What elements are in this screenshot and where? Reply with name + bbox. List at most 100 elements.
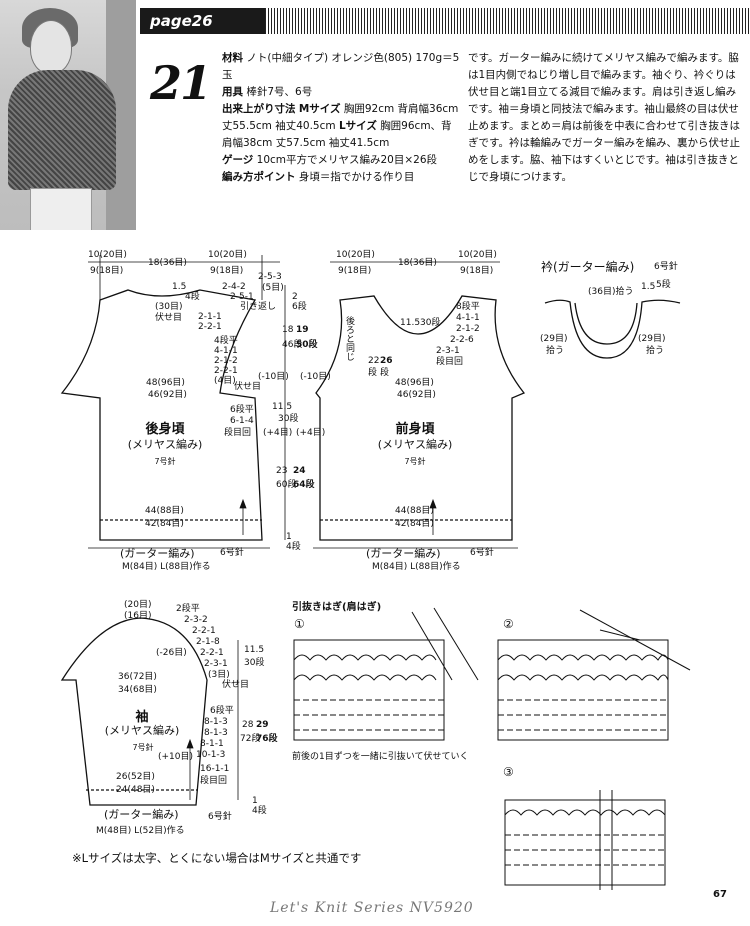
front-top-right-width-l: 9(18目) (460, 266, 494, 276)
sleeve-cuff-width-l: 24(48目) (116, 785, 155, 795)
back-cast-on: M(84目) L(88目)作る (122, 562, 211, 572)
sleeve-inc1: 8-1-3 (204, 717, 228, 727)
points-label: 編み方ポイント (222, 171, 296, 183)
series-footer: Let's Knit Series NV5920 (270, 900, 474, 916)
sleeve-top-width: (20目) (124, 600, 152, 610)
seam-step2-number: ② (503, 617, 514, 631)
front-hem-stitch: (ガーター編み) (366, 547, 441, 560)
back-shoulder-height: 2 (292, 292, 298, 302)
back-armhole-dec-header: 4段平 (214, 336, 238, 346)
front-chest-width: 48(96目) (395, 378, 434, 388)
back-armhole-dec1: 4-1-1 (214, 346, 238, 356)
back-side-height: 11.5 (272, 402, 293, 412)
back-neck-bindoff: 伏せ目 (155, 313, 183, 323)
front-neck-rows: 30段 (420, 318, 441, 328)
collar-title: 衿(ガーター編み) (541, 260, 635, 274)
sleeve-inc2: 8-1-3 (204, 728, 228, 738)
front-depth-l: 26 (380, 356, 393, 366)
back-hem-width: 44(88目) (145, 506, 184, 516)
back-shoulder-rows: 2-5-3 (258, 272, 282, 282)
front-chest-width-l: 46(92目) (397, 390, 436, 400)
front-neck-height: 11.5 (400, 318, 421, 328)
tools-value: 棒針7号、6号 (246, 86, 313, 98)
front-depth-rows-l: 段 (380, 368, 390, 378)
sleeve-outline (60, 617, 208, 806)
front-top-left-width: 10(20目) (336, 250, 375, 260)
back-minus-mark-alt: (-10目) (300, 372, 331, 382)
front-body-needle: 7号針 (404, 457, 426, 466)
sleeve-top-width-l: (16目) (124, 611, 152, 621)
collar-right-pickup2: 拾う (646, 346, 665, 356)
tools-label: 用具 (222, 86, 243, 98)
back-chest-width-l: 46(92目) (148, 390, 187, 400)
seam-step3-illustration (504, 790, 666, 890)
sleeve-upper-width-l: 34(68目) (118, 685, 157, 695)
sleeve-length-rows: 72段 (240, 734, 261, 744)
size-m-value: 胸囲92cm 背肩幅36cm 丈55.5cm 袖丈40.5cm (222, 103, 459, 132)
sleeve-cap2: 2-2-1 (192, 626, 216, 636)
sleeve-cuff-width: 26(52目) (116, 772, 155, 782)
sleeve-minus-mark: (-26目) (156, 648, 187, 658)
front-depth: 22 (368, 356, 380, 366)
sleeve-length: 28 (242, 720, 254, 730)
seam-caption: 前後の1目ずつを一緒に引抜いて伏せていく (292, 752, 469, 762)
front-hem-width-l: 42(84目) (395, 519, 434, 529)
sleeve-cap4: 2-2-1 (200, 648, 224, 658)
collar-needle: 6号針 (654, 262, 678, 272)
front-top-right-width: 10(20目) (458, 250, 497, 260)
collar-right-pickup: (29目) (638, 334, 666, 344)
back-hem-stitch: (ガーター編み) (120, 547, 195, 560)
sleeve-cap7: 伏せ目 (222, 680, 250, 690)
sleeve-cast-on: M(48目) L(52目)作る (96, 826, 185, 836)
back-shoulder-rows3: 2-4-2 (222, 282, 246, 292)
back-top-right-width-l: 9(18目) (210, 266, 244, 276)
header-bar (265, 8, 750, 34)
collar-height-rows: 5段 (656, 280, 671, 290)
size-l-label: Lサイズ (338, 120, 377, 132)
sleeve-cap5: 2-3-1 (204, 659, 228, 669)
front-depth-rows: 段 (368, 368, 378, 378)
front-cast-on: M(84目) L(88目)作る (372, 562, 461, 572)
seam-step2-illustration (497, 609, 691, 741)
front-neck-dec2: 2-1-2 (456, 324, 480, 334)
front-neck-dec4: 2-3-1 (436, 346, 460, 356)
size-label: 出来上がり寸法 (222, 103, 296, 115)
spec-block: 材料 ノト(中細タイプ) オレンジ色(805) 170g＝5玉 用具 棒針7号、… (222, 50, 460, 186)
sleeve-length-rows-l: 76段 (256, 734, 278, 744)
back-body-stitch: (メリヤス編み) (127, 438, 203, 451)
back-chest-width: 48(96目) (146, 378, 185, 388)
sleeve-inc-header: 6段平 (210, 706, 234, 716)
back-body-title: 後身頃 (145, 422, 185, 437)
model-photo (0, 0, 136, 230)
back-shoulder-rows5: 引き返し (240, 302, 277, 312)
sleeve-inc4: 10-1-3 (196, 750, 226, 760)
gauge-label: ゲージ (222, 154, 254, 166)
back-side-inc-header: 6段平 (230, 405, 254, 415)
seam-step3-number: ③ (503, 765, 514, 779)
back-body-needle: 7号針 (154, 457, 176, 466)
collar-left-pickup: (29目) (540, 334, 568, 344)
back-side-rows: 30段 (278, 414, 299, 424)
back-body-rows-l: 64段 (293, 480, 315, 490)
collar-height: 1.5 (641, 282, 656, 292)
back-top-height-rows: 4段 (185, 292, 200, 302)
back-armhole-height-l: 19 (296, 325, 309, 335)
collar-outline (544, 299, 681, 359)
materials-value: ノト(中細タイプ) オレンジ色(805) 170g＝5玉 (222, 52, 460, 81)
back-armhole-dec3: 2-2-1 (214, 366, 238, 376)
front-hem-width: 44(88目) (395, 506, 434, 516)
sleeve-upper-width: 36(72目) (118, 672, 157, 682)
sleeve-plus-mark: (+10目) (158, 752, 194, 762)
back-plus-mark: (+4目) (263, 428, 293, 438)
back-side-inc1: 6-1-4 (230, 416, 254, 426)
back-top-right-width: 10(20目) (208, 250, 247, 260)
sleeve-stitch: (メリヤス編み) (104, 724, 180, 737)
sleeve-cap3: 2-1-8 (196, 637, 220, 647)
front-body-outline (315, 295, 526, 541)
back-neck-dec1: 2-1-1 (198, 312, 222, 322)
front-body-stitch: (メリヤス編み) (377, 438, 453, 451)
sleeve-title: 袖 (135, 710, 149, 725)
sleeve-inc5: 16-1-1 (200, 764, 230, 774)
back-body-height: 23 (276, 466, 288, 476)
back-neck-width: 18(36目) (148, 258, 187, 268)
